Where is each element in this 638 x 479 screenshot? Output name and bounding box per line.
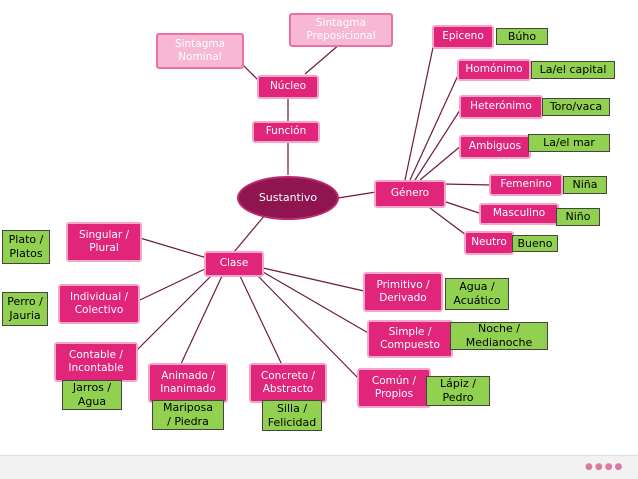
connector-genero-homonimo <box>409 70 461 181</box>
connector-nucleo-preposicional <box>304 43 341 75</box>
example-contable-incontable: Jarros / Agua <box>62 380 122 410</box>
connector-genero-masculino <box>439 199 483 215</box>
connector-clase-animado <box>179 275 223 367</box>
node-comun-propios: Común / Propios <box>357 368 431 408</box>
node-singular-plural: Singular / Plural <box>66 222 142 262</box>
connector-clase-comun <box>257 275 359 379</box>
node-masculino: Masculino <box>479 203 559 225</box>
node-funcion: Función <box>252 121 320 143</box>
example-epiceno: Búho <box>496 28 548 45</box>
example-femenino: Niña <box>563 176 607 194</box>
node-nucleo: Núcleo <box>257 75 319 99</box>
node-sustantivo: Sustantivo <box>237 176 339 220</box>
example-masculino: Niño <box>556 208 600 226</box>
connector-clase-singular <box>139 237 208 259</box>
node-genero: Género <box>374 180 446 208</box>
node-individual-colectivo: Individual / Colectivo <box>58 284 140 324</box>
node-sintagma-nominal: Sintagma Nominal <box>156 33 244 69</box>
node-concreto-abstracto: Concreto / Abstracto <box>249 363 327 403</box>
slide-footer <box>0 456 638 479</box>
example-homonimo: La/el capital <box>531 61 615 79</box>
example-individual-colectivo: Perro / Jauria <box>2 292 48 326</box>
connector-genero-epiceno <box>404 37 436 181</box>
connector-genero-heteronimo <box>414 106 463 181</box>
example-simple-compuesto: Noche / Medianoche <box>450 322 548 350</box>
footer-dots-decoration: ●●●● <box>585 462 625 472</box>
example-heteronimo: Toro/vaca <box>542 98 610 116</box>
example-primitivo-derivado: Agua / Acuático <box>445 278 509 310</box>
node-epiceno: Epiceno <box>432 25 494 49</box>
node-femenino: Femenino <box>489 174 563 196</box>
node-neutro: Neutro <box>464 231 514 255</box>
connector-clase-primitivo <box>262 267 365 292</box>
node-heteronimo: Heterónimo <box>459 95 543 119</box>
connector-genero-femenino <box>442 183 493 186</box>
node-homonimo: Homónimo <box>457 59 531 81</box>
connector-center-genero <box>337 191 377 199</box>
node-clase: Clase <box>204 251 264 277</box>
example-singular-plural: Plato / Platos <box>2 230 50 264</box>
node-contable-incontable: Contable / Incontable <box>54 342 138 382</box>
node-ambiguos: Ambiguos <box>459 135 531 159</box>
example-neutro: Bueno <box>512 235 558 252</box>
node-animado-inanimado: Animado / Inanimado <box>148 363 228 403</box>
footer-divider <box>0 455 638 456</box>
connector-clase-contable <box>131 274 213 356</box>
example-concreto-abstracto: Silla / Felicidad <box>262 400 322 431</box>
connector-genero-ambiguos <box>419 144 463 181</box>
node-simple-compuesto: Simple / Compuesto <box>367 320 453 358</box>
connector-clase-concreto <box>239 275 284 368</box>
connector-clase-individual <box>139 267 208 301</box>
example-animado-inanimado: Mariposa / Piedra <box>152 400 224 430</box>
connector-clase-simple <box>262 271 371 335</box>
node-primitivo-derivado: Primitivo / Derivado <box>363 272 443 312</box>
connector-genero-neutro <box>429 207 471 239</box>
example-ambiguos: La/el mar <box>528 134 610 152</box>
node-sintagma-preposicional: Sintagma Preposicional <box>289 13 393 47</box>
example-comun-propios: Lápiz / Pedro <box>426 376 490 406</box>
connector-center-clase <box>233 214 266 253</box>
